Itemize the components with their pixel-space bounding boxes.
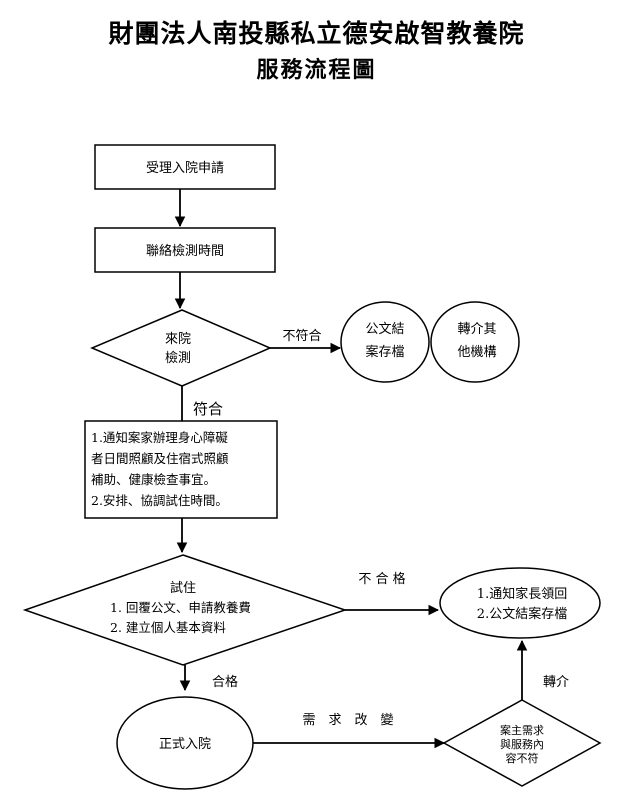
not-meet-label: 不符合	[282, 328, 321, 344]
archive-docs-label-2: 案存檔	[365, 345, 404, 360]
contact-test-time-box	[94, 227, 276, 273]
needs-change-label: 需 求 改 變	[302, 712, 393, 728]
qualified-label: 合格	[212, 674, 238, 690]
mismatch-line-3: 容不符	[506, 751, 539, 765]
notify-family-line-4: 2.安排、協調試住時間。	[91, 493, 228, 508]
trial-stay-line-1: 1. 回覆公文、申請教養費	[110, 600, 251, 615]
not-qualified-label: 不 合 格	[358, 571, 405, 587]
receive-application-box	[94, 144, 276, 190]
notify-family-line-3: 補助、健康檢查事宜。	[91, 472, 216, 487]
trial-stay-line-2: 2. 建立個人基本資料	[110, 620, 226, 635]
contact-test-time-label: 聯絡檢測時間	[146, 243, 224, 259]
notify-parent-ellipse	[439, 567, 601, 639]
trial-stay-title: 試住	[170, 580, 196, 596]
mismatch-diamond	[442, 699, 602, 787]
archive-docs-label-1: 公文結	[365, 322, 404, 337]
formal-admission-label: 正式入院	[159, 737, 211, 752]
refer-other-circle	[430, 301, 520, 383]
meet-label: 符合	[193, 400, 223, 418]
refer-other-label-2: 他機構	[457, 345, 496, 360]
receive-application-label: 受理入院申請	[146, 161, 224, 176]
visit-test-diamond	[90, 309, 272, 387]
notify-family-box	[84, 420, 278, 519]
page-subtitle: 服務流程圖	[256, 57, 377, 83]
notify-family-line-1: 1.通知案家辦理身心障礙	[91, 430, 228, 445]
mismatch-line-1: 案主需求	[500, 723, 544, 737]
referral-label: 轉介	[543, 675, 569, 690]
visit-test-label-1: 來院	[165, 332, 191, 347]
refer-other-label-1: 轉介其	[457, 322, 496, 337]
visit-test-label-2: 檢測	[165, 350, 191, 366]
page-title: 財團法人南投縣私立德安啟智教養院	[108, 19, 525, 48]
notify-family-line-2: 者日間照顧及住宿式照顧	[91, 451, 229, 466]
archive-docs-circle	[340, 301, 430, 383]
mismatch-line-2: 與服務內	[500, 737, 544, 751]
notify-parent-line-1: 1.通知家長領回	[477, 586, 567, 602]
trial-stay-diamond	[22, 554, 348, 666]
notify-parent-line-2: 2.公文結案存檔	[477, 607, 567, 622]
